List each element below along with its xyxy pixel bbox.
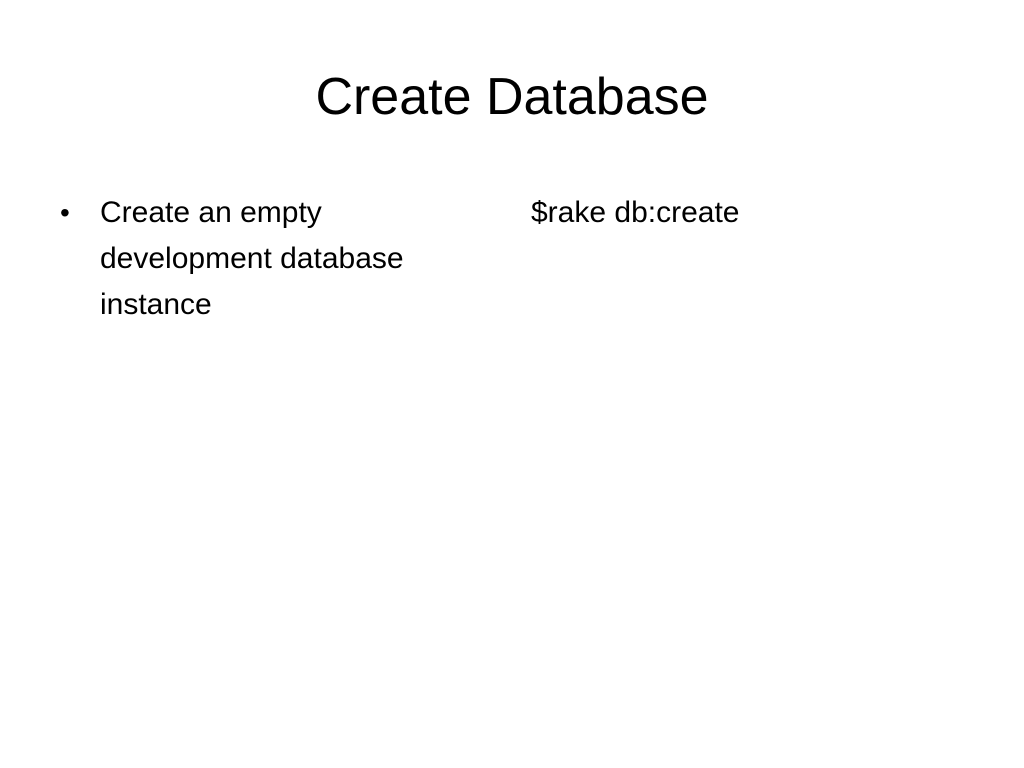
bullet-list: • Create an empty development database i…	[60, 190, 490, 328]
bullet-marker: •	[60, 197, 70, 228]
left-content-column: • Create an empty development database i…	[60, 190, 490, 328]
slide-title: Create Database	[315, 68, 709, 126]
right-content-column: $rake db:create	[531, 190, 961, 236]
bullet-text: Create an empty development database ins…	[100, 196, 404, 321]
bullet-item: • Create an empty development database i…	[60, 190, 490, 328]
command-text: $rake db:create	[531, 196, 740, 229]
